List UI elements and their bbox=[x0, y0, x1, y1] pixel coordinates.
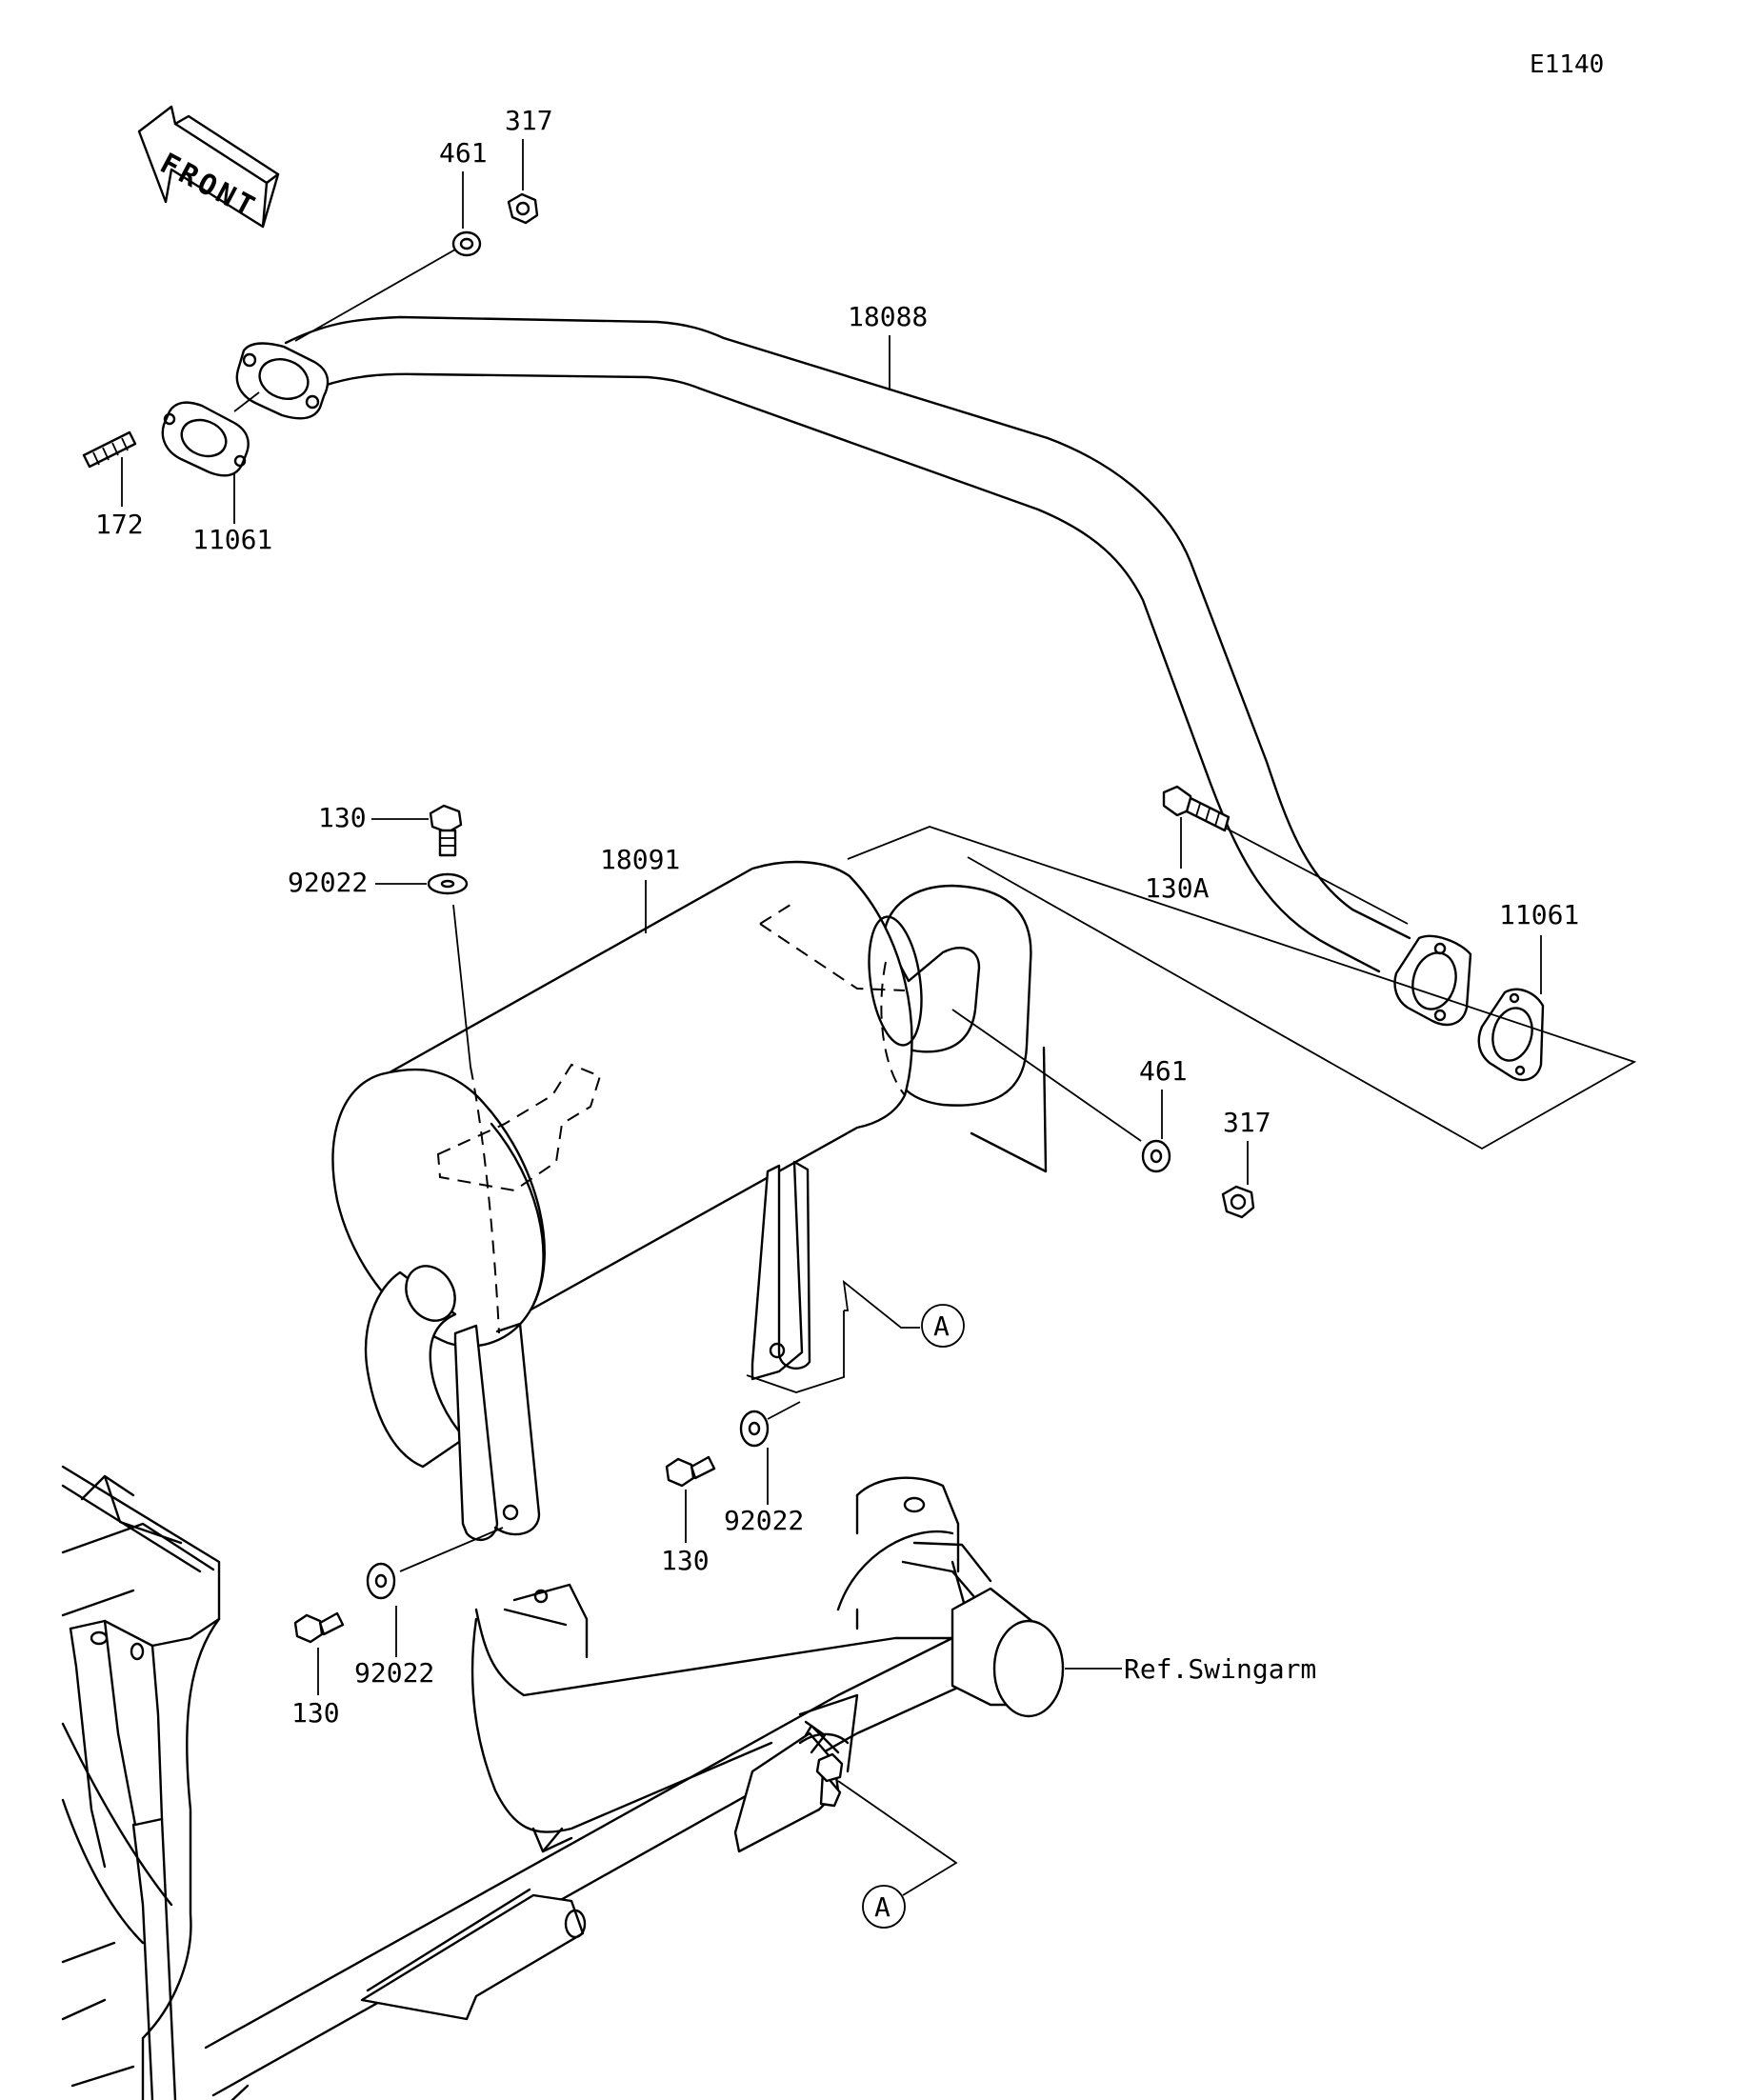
callout-11061-left: 11061 bbox=[192, 524, 272, 555]
ref-a-lower-circle bbox=[862, 1885, 906, 1929]
washer-92022-low bbox=[366, 1562, 396, 1600]
callout-461-right: 461 bbox=[1139, 1055, 1188, 1087]
callout-461-top: 461 bbox=[439, 137, 488, 169]
washer-461-top bbox=[451, 230, 482, 257]
callout-ref-a-lower: A bbox=[874, 1891, 891, 1923]
callout-11061-right: 11061 bbox=[1499, 899, 1579, 930]
washer-461-right bbox=[1141, 1139, 1171, 1173]
callout-18088: 18088 bbox=[848, 301, 928, 332]
callout-130-top: 130 bbox=[318, 802, 367, 833]
callout-ref-a-upper: A bbox=[933, 1310, 950, 1342]
nut-317-top bbox=[507, 192, 539, 225]
gasket-right bbox=[1477, 988, 1545, 1082]
callout-ref-swingarm: Ref.Swingarm bbox=[1124, 1653, 1316, 1685]
washer-92022-mid bbox=[739, 1410, 770, 1448]
gasket-left bbox=[161, 401, 250, 477]
front-arrow-icon: FRONT bbox=[137, 105, 280, 229]
callout-92022-top: 92022 bbox=[288, 867, 368, 898]
bolt-130-top bbox=[429, 804, 463, 857]
bolt-130-mid bbox=[665, 1455, 716, 1488]
diagram-id: E1140 bbox=[1530, 50, 1604, 79]
stud-172 bbox=[82, 430, 137, 469]
callout-130A: 130A bbox=[1145, 872, 1210, 904]
callout-130-low: 130 bbox=[291, 1697, 340, 1729]
muffler bbox=[331, 826, 1637, 1542]
callout-92022-mid: 92022 bbox=[724, 1505, 804, 1536]
bolt-130-low bbox=[293, 1611, 345, 1644]
bolt-130A bbox=[1162, 785, 1231, 832]
ref-a-upper-circle bbox=[921, 1304, 965, 1348]
frame-swingarm bbox=[61, 1465, 1065, 2100]
callout-172: 172 bbox=[95, 509, 144, 540]
exhaust-pipe bbox=[235, 315, 1472, 1027]
callout-18091: 18091 bbox=[600, 844, 680, 875]
nut-317-right bbox=[1221, 1185, 1255, 1219]
callout-130-mid: 130 bbox=[661, 1545, 710, 1576]
callout-317-right: 317 bbox=[1223, 1107, 1271, 1138]
callout-92022-low: 92022 bbox=[354, 1657, 434, 1689]
washer-92022-top bbox=[427, 872, 469, 895]
callout-317-top: 317 bbox=[505, 105, 553, 136]
